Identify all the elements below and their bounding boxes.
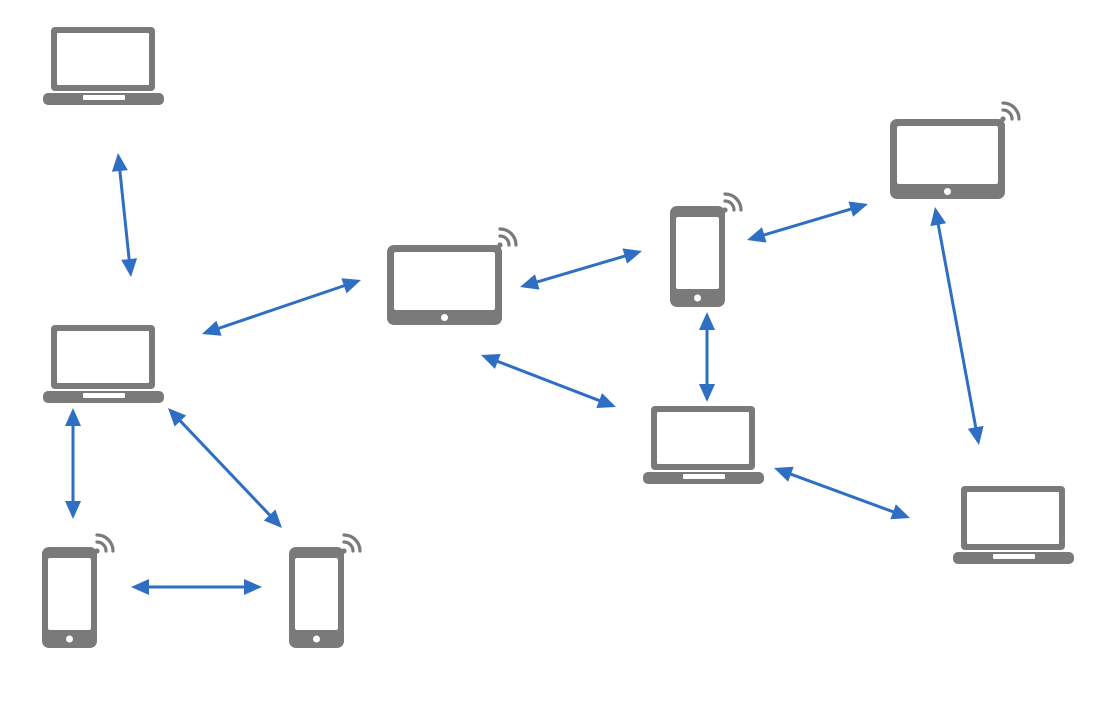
link-arrow-laptop-top-left-to-laptop-mid-left <box>111 153 138 277</box>
link-arrow-phone-bottom-left-to-phone-bottom-center <box>131 579 262 595</box>
arrowhead-end <box>699 384 715 402</box>
tablet-screen <box>394 252 495 310</box>
link-arrow-phone-center-right-to-tablet-top-right <box>747 201 868 243</box>
arrow-shaft <box>176 416 274 520</box>
wifi-signal-icon <box>1000 101 1021 122</box>
wifi-signal-icon <box>722 192 743 213</box>
arrow-shaft <box>936 219 978 433</box>
arrowhead-start <box>131 579 149 595</box>
arrow-shaft <box>118 165 131 265</box>
arrowhead-end <box>848 201 868 217</box>
arrowhead-start <box>930 207 947 227</box>
arrow-shaft <box>759 206 856 238</box>
link-arrow-tablet-center-to-laptop-center-right <box>481 354 616 408</box>
phone-device-phone-center-right <box>670 192 743 307</box>
laptop-trackpad <box>683 474 725 479</box>
phone-home-button <box>66 635 73 643</box>
phone-home-button <box>313 635 320 643</box>
arrowhead-start <box>202 320 222 336</box>
arrowhead-end <box>622 248 642 264</box>
link-arrow-laptop-mid-left-to-tablet-center <box>202 278 361 336</box>
link-arrow-laptop-mid-left-to-phone-bottom-left <box>65 408 81 519</box>
arrowhead-end <box>967 425 984 445</box>
laptop-screen <box>57 33 149 85</box>
tablet-screen <box>897 126 998 184</box>
laptop-device-laptop-bottom-right <box>953 486 1074 564</box>
link-arrow-laptop-center-right-to-laptop-bottom-right <box>774 466 910 520</box>
arrowhead-end <box>341 278 361 294</box>
laptop-device-laptop-center-right <box>643 406 764 484</box>
arrowhead-start <box>520 274 540 290</box>
phone-screen <box>676 217 719 289</box>
link-arrow-tablet-center-to-phone-center-right <box>520 248 642 290</box>
arrowhead-end <box>65 501 81 519</box>
link-arrow-phone-center-right-to-laptop-center-right <box>699 312 715 402</box>
arrowhead-end <box>121 258 138 277</box>
arrow-shaft <box>492 358 605 404</box>
phone-screen <box>48 558 91 630</box>
arrowhead-start <box>111 153 128 172</box>
arrowhead-end <box>244 579 262 595</box>
arrowhead-end <box>263 509 282 528</box>
arrowhead-end <box>890 504 910 520</box>
link-arrow-tablet-top-right-to-laptop-bottom-right <box>930 207 984 445</box>
laptop-device-laptop-mid-left <box>43 325 164 403</box>
nodes-layer <box>42 27 1074 648</box>
tablet-device-tablet-top-right <box>890 101 1021 199</box>
tablet-device-tablet-center <box>387 227 518 325</box>
link-arrow-laptop-mid-left-to-phone-bottom-center <box>168 408 282 528</box>
laptop-device-laptop-top-left <box>43 27 164 105</box>
arrowhead-start <box>168 408 187 427</box>
laptop-trackpad <box>83 95 125 100</box>
arrowhead-start <box>747 227 767 243</box>
arrowhead-start <box>774 466 794 482</box>
wifi-signal-icon <box>341 533 362 554</box>
wifi-signal-icon <box>497 227 518 248</box>
arrow-shaft <box>786 471 898 515</box>
wifi-signal-icon <box>94 533 115 554</box>
arrowhead-end <box>596 393 616 408</box>
laptop-trackpad <box>993 554 1035 559</box>
tablet-home-button <box>441 314 448 321</box>
arrow-shaft <box>214 283 349 331</box>
links-layer <box>65 153 984 595</box>
arrowhead-start <box>65 408 81 426</box>
phone-home-button <box>694 294 701 302</box>
arrowhead-start <box>699 312 715 330</box>
laptop-screen <box>57 331 149 383</box>
laptop-screen <box>657 412 749 464</box>
phone-device-phone-bottom-center <box>289 533 362 648</box>
laptop-screen <box>967 492 1059 544</box>
laptop-trackpad <box>83 393 125 398</box>
tablet-home-button <box>944 188 951 195</box>
phone-screen <box>295 558 338 630</box>
phone-device-phone-bottom-left <box>42 533 115 648</box>
arrowhead-start <box>481 354 501 369</box>
arrow-shaft <box>532 253 630 285</box>
